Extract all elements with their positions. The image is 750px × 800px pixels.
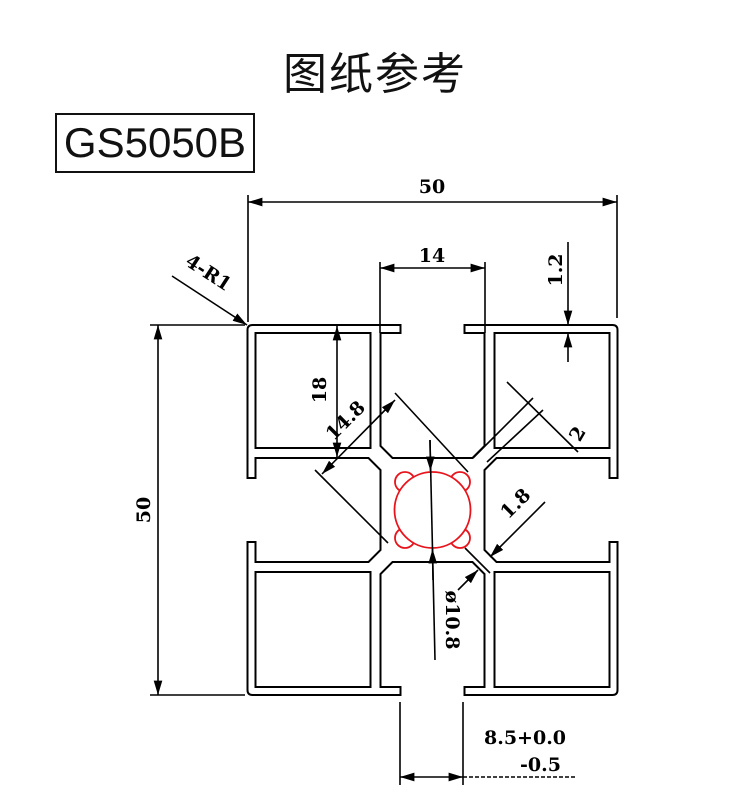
dim-center-hole-label: ø10.8 bbox=[441, 591, 463, 650]
page-title: 图纸参考 bbox=[283, 49, 467, 100]
center-hole bbox=[393, 471, 472, 549]
dim-slot-opening-label: 8.5+0.0 bbox=[484, 727, 566, 749]
dim-slot-depth-label: 18 bbox=[309, 377, 331, 403]
dim-slot-opening-tolerance: -0.5 bbox=[520, 754, 561, 776]
dim-center-hole: ø10.8 bbox=[425, 439, 463, 661]
dim-corner-radius-label: 4-R1 bbox=[181, 250, 235, 296]
dim-wall-thickness-label: 1.2 bbox=[545, 253, 567, 286]
dim-slot-width-label: 14 bbox=[419, 245, 445, 267]
dim-height-label: 50 bbox=[133, 497, 155, 523]
model-label: GS5050B bbox=[55, 113, 255, 173]
dim-slot-opening: 8.5+0.0 -0.5 bbox=[399, 702, 575, 785]
dim-corner-radius: 4-R1 bbox=[171, 250, 248, 326]
dim-wall-thickness: 1.2 bbox=[545, 242, 573, 362]
dim-width-label: 50 bbox=[419, 176, 445, 198]
dim-height: 50 bbox=[133, 324, 245, 696]
dim-slot-width: 14 bbox=[379, 245, 486, 333]
dim-web-thickness: 1.8 bbox=[457, 484, 546, 591]
dim-width: 50 bbox=[247, 176, 618, 322]
dim-rib-thickness: 2 bbox=[472, 381, 591, 463]
